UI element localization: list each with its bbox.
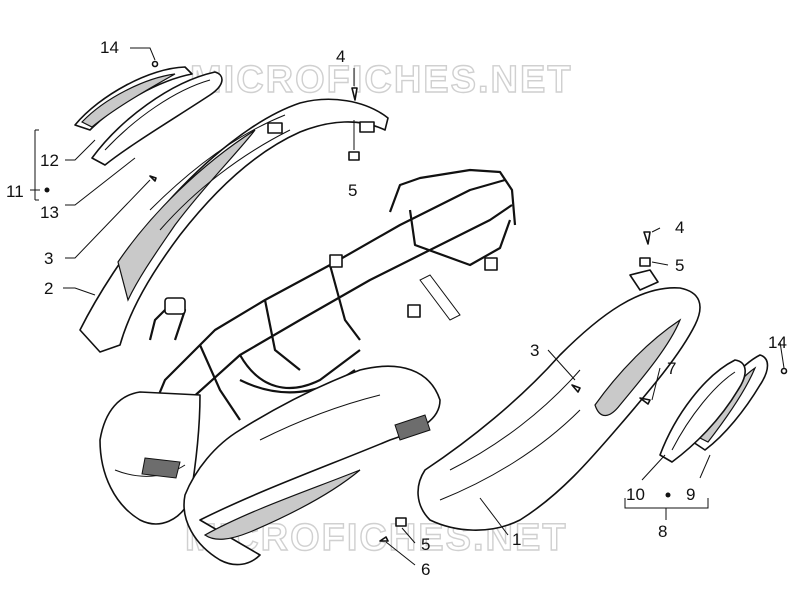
- screw-4-right: [643, 231, 651, 245]
- callout-6: 6: [421, 560, 430, 579]
- callout-10: 10: [626, 485, 645, 504]
- clip-5-right: [639, 257, 651, 267]
- callout-3-right: 3: [530, 341, 539, 360]
- screw-7: [639, 397, 651, 405]
- screw-6: [379, 536, 389, 542]
- rear-side-panel-left: [79, 98, 389, 353]
- screw-4-top: [351, 87, 358, 101]
- callout-3-left: 3: [44, 249, 53, 268]
- callout-7: 7: [667, 359, 676, 378]
- fasteners: [149, 60, 788, 542]
- front-lower-cover: [99, 391, 201, 525]
- screw-14-right: [780, 367, 788, 375]
- main-frame: [129, 168, 517, 481]
- screw-14-left: [151, 60, 159, 68]
- rear-trim-right: [659, 354, 769, 463]
- callout-5-top: 5: [348, 181, 357, 200]
- callout-1: 1: [512, 530, 521, 549]
- watermark-top: MICROFICHES.NET: [190, 59, 573, 101]
- callout-4-top: 4: [336, 47, 345, 66]
- callout-12: 12: [40, 151, 59, 170]
- callout-5-bottom: 5: [421, 535, 430, 554]
- callout-5-right: 5: [675, 256, 684, 275]
- clip-5-top: [348, 151, 360, 161]
- callout-8: 8: [658, 522, 667, 541]
- callout-14-right: 14: [768, 333, 787, 352]
- callout-2: 2: [44, 279, 53, 298]
- callout-11: 11: [6, 182, 24, 201]
- screw-3-right: [571, 384, 581, 393]
- side-panel-right: [417, 269, 701, 531]
- leader-lines: [30, 47, 785, 566]
- callout-4-right: 4: [675, 218, 684, 237]
- floorboard: [183, 365, 441, 566]
- screw-3-left: [149, 175, 157, 182]
- callout-9: 9: [686, 485, 695, 504]
- callout-13: 13: [40, 203, 59, 222]
- clip-5-bottom: [395, 517, 407, 527]
- callout-14-left: 14: [100, 38, 119, 57]
- rear-trim-left: [74, 66, 223, 166]
